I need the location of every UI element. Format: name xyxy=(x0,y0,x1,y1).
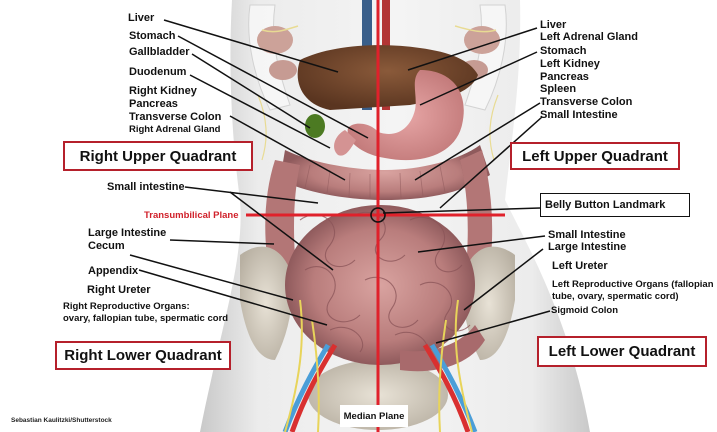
right-iliac-bone xyxy=(240,246,292,360)
transumbilical-plane-label: Transumbilical Plane xyxy=(144,210,239,221)
quadrant-right-upper: Right Upper Quadrant xyxy=(63,141,253,171)
belly-button-landmark-box: Belly Button Landmark xyxy=(540,193,690,217)
label-luq-spleen: Spleen xyxy=(540,83,577,95)
label-ruq-liver: Liver xyxy=(128,12,155,24)
label-llq-left-ureter: Left Ureter xyxy=(552,260,608,272)
iliac-vessels xyxy=(282,343,478,432)
gallbladder xyxy=(305,114,325,138)
label-luq-pancreas: Pancreas xyxy=(540,71,589,83)
quadrant-right-lower: Right Lower Quadrant xyxy=(55,341,231,370)
label-luq-left-adrenal-gland: Left Adrenal Gland xyxy=(540,31,638,43)
label-ruq-transverse-colon: Transverse Colon xyxy=(129,111,222,123)
label-rlq-large-intestine: Large Intestine xyxy=(88,227,167,239)
leader-lines xyxy=(129,19,551,344)
label-rlq-reproductive-organs: Right Reproductive Organs: xyxy=(63,301,190,312)
label-luq-stomach: Stomach xyxy=(540,45,587,57)
label-rlq-reproductive-organs-detail: ovary, fallopian tube, spermatic cord xyxy=(63,313,229,324)
umbilicus-marker xyxy=(370,207,386,223)
label-llq-reproductive-organs-detail: tube, ovary, spermatic cord) xyxy=(552,291,679,302)
label-small-intestine-right: Small intestine xyxy=(107,181,185,193)
label-llq-small-intestine: Small Intestine xyxy=(548,229,626,241)
label-rlq-cecum: Cecum xyxy=(88,240,125,252)
label-rlq-right-ureter: Right Ureter xyxy=(87,284,151,296)
image-credit: Sebastian Kaulitzki/Shutterstock xyxy=(11,417,112,424)
label-luq-transverse-colon: Transverse Colon xyxy=(540,96,633,108)
label-ruq-pancreas: Pancreas xyxy=(129,98,178,110)
label-luq-small-intestine: Small Intestine xyxy=(540,109,618,121)
label-llq-large-intestine: Large Intestine xyxy=(548,241,627,253)
label-ruq-right-adrenal-gland: Right Adrenal Gland xyxy=(129,124,221,135)
label-luq-liver: Liver xyxy=(540,19,567,31)
median-plane-label: Median Plane xyxy=(340,405,408,427)
label-rlq-appendix: Appendix xyxy=(88,265,139,277)
label-llq-reproductive-organs: Left Reproductive Organs (fallopian xyxy=(552,279,714,290)
quadrant-left-upper: Left Upper Quadrant xyxy=(510,142,680,170)
duodenum xyxy=(334,130,356,156)
label-luq-left-kidney: Left Kidney xyxy=(540,58,600,70)
quadrant-left-lower: Left Lower Quadrant xyxy=(537,336,707,367)
label-ruq-stomach: Stomach xyxy=(129,30,176,42)
transverse-colon xyxy=(280,145,490,200)
nerves xyxy=(284,299,473,432)
label-ruq-right-kidney: Right Kidney xyxy=(129,85,197,97)
label-llq-sigmoid-colon: Sigmoid Colon xyxy=(551,305,619,316)
small-intestine xyxy=(285,205,475,365)
label-ruq-gallbladder: Gallbladder xyxy=(129,46,190,58)
label-ruq-duodenum: Duodenum xyxy=(129,66,187,78)
